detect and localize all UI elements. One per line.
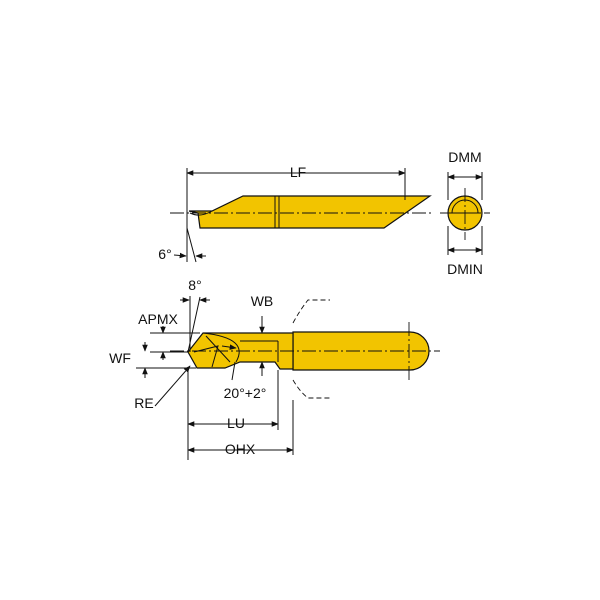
side-view-body: [188, 195, 432, 229]
wb-label: WB: [251, 293, 274, 309]
break-line-top: [292, 299, 330, 324]
angle-6-label: 6°: [158, 246, 171, 262]
top-view-insert-edge: [193, 345, 219, 368]
angle-6-arrow-left: [173, 252, 187, 259]
side-view: LF 6°: [158, 164, 432, 263]
top-view: 8° APMX WF WB 20°+2° RE LU OHX: [109, 277, 440, 460]
dmm-label: DMM: [448, 149, 481, 165]
lf-label: LF: [290, 164, 306, 180]
top-view-rake-face: [202, 332, 240, 363]
lu-label: LU: [227, 415, 245, 431]
re-leader: [154, 365, 191, 407]
angle-20-leader: [231, 361, 236, 381]
apmx-label: APMX: [138, 311, 178, 327]
re-label: RE: [134, 395, 153, 411]
angle-20-label: 20°+2°: [224, 385, 267, 401]
wf-label: WF: [109, 350, 131, 366]
break-line-bottom: [292, 379, 330, 399]
top-view-shank: [292, 331, 430, 371]
end-view: DMM DMIN: [440, 149, 490, 277]
dmin-label: DMIN: [447, 261, 483, 277]
angle-6-line: [186, 227, 197, 263]
angle-20-arrow: [221, 344, 237, 350]
top-view-facet-line: [205, 335, 231, 363]
angle-8-label: 8°: [188, 277, 201, 293]
ohx-label: OHX: [225, 441, 256, 457]
side-view-tip-edge: [189, 210, 213, 216]
